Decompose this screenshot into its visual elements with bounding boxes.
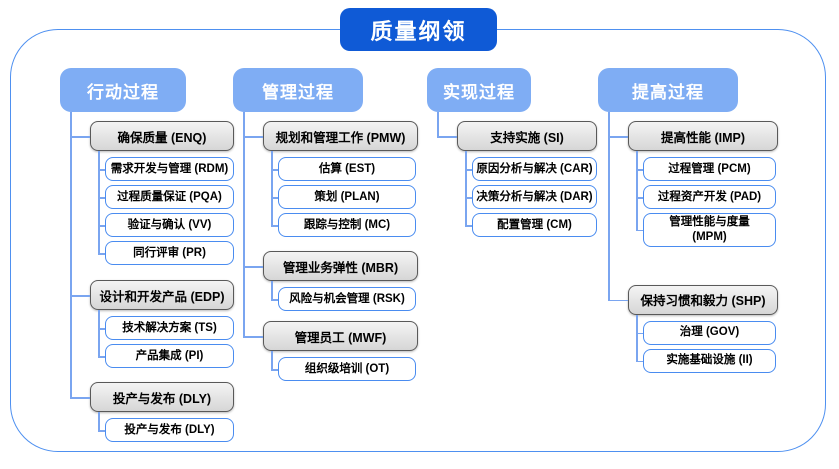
column-header-action: 行动过程 <box>60 68 186 112</box>
leaf-rsk: 风险与机会管理 (RSK) <box>278 287 416 311</box>
tree-child: 治理 (GOV) <box>636 318 778 347</box>
leaf-rdm: 需求开发与管理 (RDM) <box>105 157 234 181</box>
leaf-vv: 验证与确认 (VV) <box>105 213 234 237</box>
leaf-cm: 配置管理 (CM) <box>472 213 597 237</box>
column-tree: 规划和管理工作 (PMW) 估算 (EST) 策划 (PLAN) 跟踪与控制 (… <box>243 112 418 383</box>
group-box-dly: 投产与发布 (DLY) <box>90 382 234 412</box>
group-dly: 投产与发布 (DLY) 投产与发布 (DLY) <box>70 370 234 444</box>
column-implementation-process: 实现过程 支持实施 (SI) 原因分析与解决 (CAR) 决策分析与解决 (DA… <box>427 68 597 239</box>
group-enq: 确保质量 (ENQ) 需求开发与管理 (RDM) 过程质量保证 (PQA) 验证… <box>70 112 234 267</box>
group-box-shp: 保持习惯和毅力 (SHP) <box>628 284 778 315</box>
group-children: 过程管理 (PCM) 过程资产开发 (PAD) 管理性能与度量 (MPM) <box>636 151 778 249</box>
tree-child: 估算 (EST) <box>271 155 418 183</box>
column-header-implementation: 实现过程 <box>427 68 531 112</box>
group-children: 估算 (EST) 策划 (PLAN) 跟踪与控制 (MC) <box>271 151 418 239</box>
leaf-ii: 实施基础设施 (II) <box>643 348 776 373</box>
tree-child: 过程资产开发 (PAD) <box>636 183 778 211</box>
group-shp: 保持习惯和毅力 (SHP) 治理 (GOV) 实施基础设施 (II) <box>608 248 778 375</box>
leaf-pcm: 过程管理 (PCM) <box>643 157 776 181</box>
group-box-si: 支持实施 (SI) <box>457 121 597 151</box>
tree-child: 管理性能与度量 (MPM) <box>636 211 778 249</box>
group-mwf: 管理员工 (MWF) 组织级培训 (OT) <box>243 313 418 383</box>
column-tree: 确保质量 (ENQ) 需求开发与管理 (RDM) 过程质量保证 (PQA) 验证… <box>70 112 234 444</box>
tree-child: 同行评审 (PR) <box>98 239 234 267</box>
column-management-process: 管理过程 规划和管理工作 (PMW) 估算 (EST) 策划 (PLAN) 跟踪… <box>233 68 418 383</box>
diagram-title: 质量纲领 <box>340 8 497 51</box>
tree-child: 技术解决方案 (TS) <box>98 314 234 342</box>
tree-child: 决策分析与解决 (DAR) <box>465 183 597 211</box>
leaf-ts: 技术解决方案 (TS) <box>105 316 234 340</box>
group-box-enq: 确保质量 (ENQ) <box>90 121 234 151</box>
leaf-car: 原因分析与解决 (CAR) <box>472 157 597 181</box>
tree-child: 配置管理 (CM) <box>465 211 597 239</box>
group-box-pmw: 规划和管理工作 (PMW) <box>263 121 418 151</box>
leaf-dly: 投产与发布 (DLY) <box>105 418 234 442</box>
leaf-ot: 组织级培训 (OT) <box>278 357 416 381</box>
tree-child: 策划 (PLAN) <box>271 183 418 211</box>
group-box-imp: 提高性能 (IMP) <box>628 121 778 151</box>
tree-child: 实施基础设施 (II) <box>636 346 778 375</box>
leaf-mpm: 管理性能与度量 (MPM) <box>643 213 776 247</box>
tree-child: 过程质量保证 (PQA) <box>98 183 234 211</box>
group-children: 治理 (GOV) 实施基础设施 (II) <box>636 314 778 375</box>
leaf-mc: 跟踪与控制 (MC) <box>278 213 416 237</box>
leaf-pr: 同行评审 (PR) <box>105 241 234 265</box>
column-header-management: 管理过程 <box>233 68 363 112</box>
group-imp: 提高性能 (IMP) 过程管理 (PCM) 过程资产开发 (PAD) 管理性能与… <box>608 112 778 249</box>
group-box-mwf: 管理员工 (MWF) <box>263 321 418 351</box>
tree-child: 原因分析与解决 (CAR) <box>465 155 597 183</box>
column-action-process: 行动过程 确保质量 (ENQ) 需求开发与管理 (RDM) 过程质量保证 (PQ… <box>60 68 234 444</box>
tree-child: 投产与发布 (DLY) <box>98 416 234 444</box>
leaf-pqa: 过程质量保证 (PQA) <box>105 185 234 209</box>
tree-child: 需求开发与管理 (RDM) <box>98 155 234 183</box>
tree-child: 过程管理 (PCM) <box>636 155 778 183</box>
tree-child: 跟踪与控制 (MC) <box>271 211 418 239</box>
group-box-edp: 设计和开发产品 (EDP) <box>90 280 234 310</box>
group-children: 需求开发与管理 (RDM) 过程质量保证 (PQA) 验证与确认 (VV) 同行… <box>98 151 234 267</box>
group-children: 风险与机会管理 (RSK) <box>271 281 418 313</box>
group-si: 支持实施 (SI) 原因分析与解决 (CAR) 决策分析与解决 (DAR) 配置… <box>437 112 597 239</box>
group-children: 组织级培训 (OT) <box>271 351 418 383</box>
group-pmw: 规划和管理工作 (PMW) 估算 (EST) 策划 (PLAN) 跟踪与控制 (… <box>243 112 418 239</box>
leaf-est: 估算 (EST) <box>278 157 416 181</box>
tree-child: 风险与机会管理 (RSK) <box>271 285 418 313</box>
group-children: 原因分析与解决 (CAR) 决策分析与解决 (DAR) 配置管理 (CM) <box>465 151 597 239</box>
leaf-pi: 产品集成 (PI) <box>105 344 234 368</box>
tree-child: 组织级培训 (OT) <box>271 355 418 383</box>
leaf-plan: 策划 (PLAN) <box>278 185 416 209</box>
tree-child: 产品集成 (PI) <box>98 342 234 370</box>
column-improvement-process: 提高过程 提高性能 (IMP) 过程管理 (PCM) 过程资产开发 (PAD) … <box>598 68 778 375</box>
tree-child: 验证与确认 (VV) <box>98 211 234 239</box>
leaf-pad: 过程资产开发 (PAD) <box>643 185 776 209</box>
leaf-gov: 治理 (GOV) <box>643 320 776 345</box>
group-edp: 设计和开发产品 (EDP) 技术解决方案 (TS) 产品集成 (PI) <box>70 267 234 370</box>
column-tree: 支持实施 (SI) 原因分析与解决 (CAR) 决策分析与解决 (DAR) 配置… <box>437 112 597 239</box>
group-children: 投产与发布 (DLY) <box>98 412 234 444</box>
column-tree: 提高性能 (IMP) 过程管理 (PCM) 过程资产开发 (PAD) 管理性能与… <box>608 112 778 375</box>
group-children: 技术解决方案 (TS) 产品集成 (PI) <box>98 310 234 370</box>
group-box-mbr: 管理业务弹性 (MBR) <box>263 251 418 281</box>
group-mbr: 管理业务弹性 (MBR) 风险与机会管理 (RSK) <box>243 239 418 313</box>
column-header-improvement: 提高过程 <box>598 68 738 112</box>
leaf-dar: 决策分析与解决 (DAR) <box>472 185 597 209</box>
